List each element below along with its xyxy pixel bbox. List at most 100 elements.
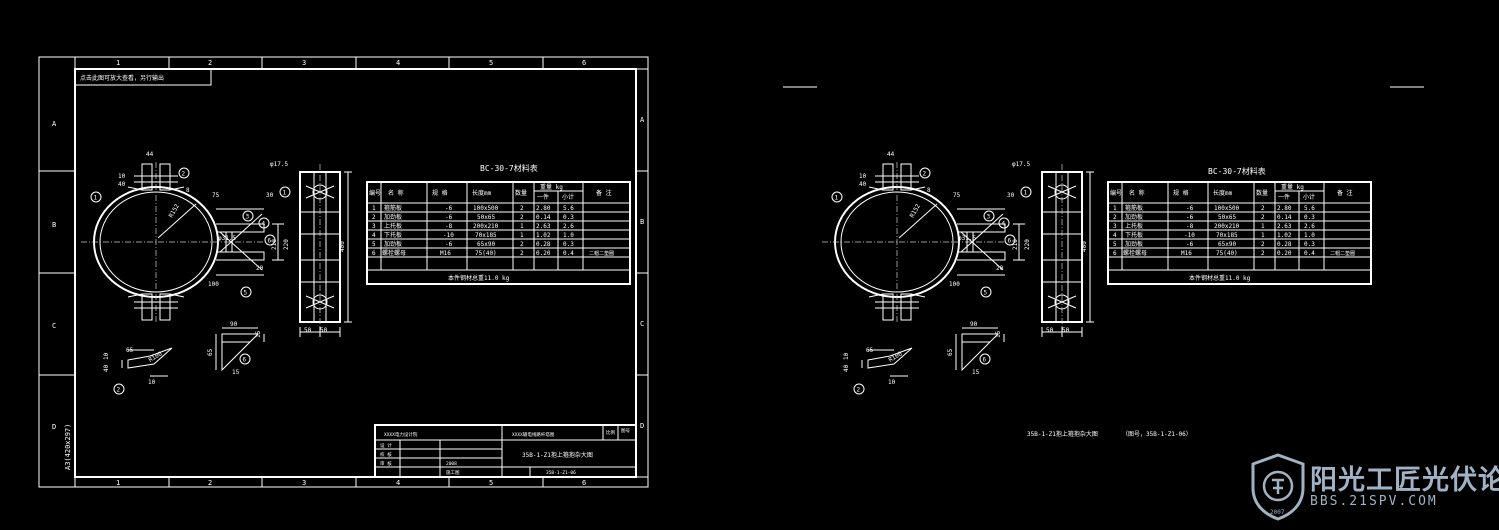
svg-text:0.3: 0.3 (563, 214, 574, 221)
svg-text:加劲板: 加劲板 (384, 240, 402, 248)
svg-text:50x65: 50x65 (477, 214, 495, 221)
zone-col-4-top: 4 (396, 59, 400, 67)
bom-h-spec: 规 格 (432, 189, 448, 197)
svg-text:5: 5 (984, 290, 988, 297)
svg-text:加劲板: 加劲板 (384, 213, 402, 221)
svg-text:1: 1 (520, 232, 524, 239)
bom-h-remark-r: 备 注 (1337, 189, 1353, 197)
bom-row: 6 螺栓螺母 M16 75(40) 2 0.20 0.4 二帽二垫圈 (1113, 249, 1355, 257)
svg-text:6: 6 (1008, 238, 1012, 245)
svg-text:2: 2 (520, 214, 524, 221)
svg-text:70x185: 70x185 (475, 232, 497, 239)
forum-watermark: 2007 阳光工匠光伏论坛 BBS.21SPV.COM (1248, 452, 1499, 524)
bom-row: 1 箍筋板 -6 100x500 2 2.80 5.6 (1113, 204, 1315, 212)
zone-col-6-top: 6 (582, 59, 586, 67)
svg-text:-10: -10 (443, 232, 454, 239)
svg-text:二帽二垫圈: 二帽二垫圈 (589, 250, 614, 257)
callout-3-left: 3 (242, 210, 254, 222)
svg-text:2: 2 (520, 250, 524, 257)
callout-detail5-left: 6 (239, 353, 251, 365)
dim-75-right: 75 (953, 192, 961, 199)
callout-detail2-left: 2 (113, 383, 125, 395)
svg-text:2: 2 (182, 171, 186, 178)
dim-15a-left: 15 (255, 330, 262, 338)
dim-210-right: 210 (1012, 239, 1019, 250)
zone-col-1-top: 1 (116, 59, 120, 67)
callout-4-left: 4 (258, 217, 270, 229)
dim-100-left: 100 (208, 281, 219, 288)
callout-2-right: 2 (919, 167, 931, 179)
bom-h-name: 名 称 (388, 189, 404, 197)
svg-text:3: 3 (246, 214, 250, 221)
svg-text:2.80: 2.80 (1277, 205, 1292, 212)
svg-text:5.6: 5.6 (563, 205, 574, 212)
title-block: XXXX电力设计院 XXXX输电线路杆塔图 比例 图号 设 计 校 核 审 核 … (374, 424, 637, 478)
zone-col-2-bottom: 2 (208, 479, 212, 487)
svg-text:上托板: 上托板 (1125, 222, 1143, 230)
svg-text:1: 1 (1024, 190, 1028, 197)
callout-4-right: 4 (998, 217, 1010, 229)
right-caption-ref: （图号，35B-1-Z1-06） (1122, 431, 1192, 438)
svg-text:加劲板: 加劲板 (1125, 240, 1143, 248)
zone-col-5-top: 5 (489, 59, 493, 67)
bom-table-right: BC-30-7材料表 编号 名 称 规 格 长度mm 数量 重量 kg 一件 (1107, 166, 1372, 285)
svg-text:6: 6 (268, 238, 272, 245)
bom-row: 4 下托板 -10 70x185 1 1.02 1.0 (1113, 231, 1315, 239)
svg-text:0.3: 0.3 (563, 241, 574, 248)
svg-text:1.02: 1.02 (1277, 232, 1292, 239)
bom-total-right: 本件钢材总重11.0 kg (1189, 274, 1251, 282)
frame-size-label: A3(420x297) (64, 424, 72, 470)
right-drawing: 44 40 10 8 R152 75 30 φ17.5 φ31.5 20 210… (783, 86, 1424, 438)
dim-100-right: 100 (949, 281, 960, 288)
dim-50a-right: 50 (1046, 327, 1054, 334)
svg-text:螺栓螺母: 螺栓螺母 (382, 249, 406, 257)
svg-text:70x185: 70x185 (1216, 232, 1238, 239)
dim-phi315-left: φ31.5 (218, 235, 236, 242)
dim-20-right: 20 (996, 265, 1004, 272)
svg-text:3: 3 (1113, 223, 1117, 230)
callout-6-left: 6 (264, 234, 276, 246)
svg-text:0.20: 0.20 (536, 250, 551, 257)
dim-phi315-right: φ31.5 (958, 235, 976, 242)
svg-text:75(40): 75(40) (1216, 250, 1238, 257)
bom-title-left: BC-30-7材料表 (480, 163, 538, 173)
bom-h-name-r: 名 称 (1129, 189, 1145, 197)
dim-44-left: 44 (146, 151, 154, 158)
bom-row: 2 加劲板 -6 50x65 2 0.14 0.3 (1113, 213, 1315, 221)
svg-text:1: 1 (1113, 205, 1117, 212)
sheet-inner-border (74, 68, 637, 478)
bom-h-total-r: 小计 (1303, 193, 1315, 201)
svg-text:1: 1 (1261, 232, 1265, 239)
svg-text:4: 4 (1113, 232, 1117, 239)
svg-text:2.6: 2.6 (1304, 223, 1315, 230)
watermark-year: 2007 (1270, 509, 1285, 516)
dim-50b-left: 50 (320, 327, 328, 334)
svg-text:75(40): 75(40) (475, 250, 497, 257)
svg-text:4: 4 (262, 221, 266, 228)
dim-8-right: 8 (927, 187, 931, 194)
clamp-assembly-view-right (821, 161, 1026, 323)
zone-col-6-bottom: 6 (582, 479, 586, 487)
svg-text:1: 1 (283, 190, 287, 197)
callout-2-left: 2 (178, 167, 190, 179)
dim-10c-right: 10 (843, 352, 850, 360)
svg-text:-8: -8 (1186, 223, 1194, 230)
zone-col-3-top: 3 (302, 59, 306, 67)
bom-row: 6 螺栓螺母 M16 75(40) 2 0.20 0.4 二帽二垫圈 (372, 249, 614, 257)
svg-text:0.3: 0.3 (1304, 241, 1315, 248)
svg-text:0.28: 0.28 (1277, 241, 1292, 248)
dim-40b-right: 40 (843, 364, 850, 372)
bom-h-one-r: 一件 (1278, 193, 1290, 201)
svg-text:4: 4 (1002, 221, 1006, 228)
svg-text:2: 2 (1113, 214, 1117, 221)
dim-90-right: 90 (970, 321, 978, 328)
bom-h-spec-r: 规 格 (1173, 189, 1189, 197)
zone-col-2-top: 2 (208, 59, 212, 67)
dim-65b-right: 65 (866, 347, 874, 354)
callout-detail2-right: 2 (853, 383, 865, 395)
callout-1-left: 1 (90, 191, 102, 203)
callout-5-left: 5 (240, 286, 252, 298)
dim-15b-right: 15 (972, 369, 980, 376)
svg-text:2: 2 (923, 171, 927, 178)
dim-r152-left: R152 (168, 203, 181, 219)
